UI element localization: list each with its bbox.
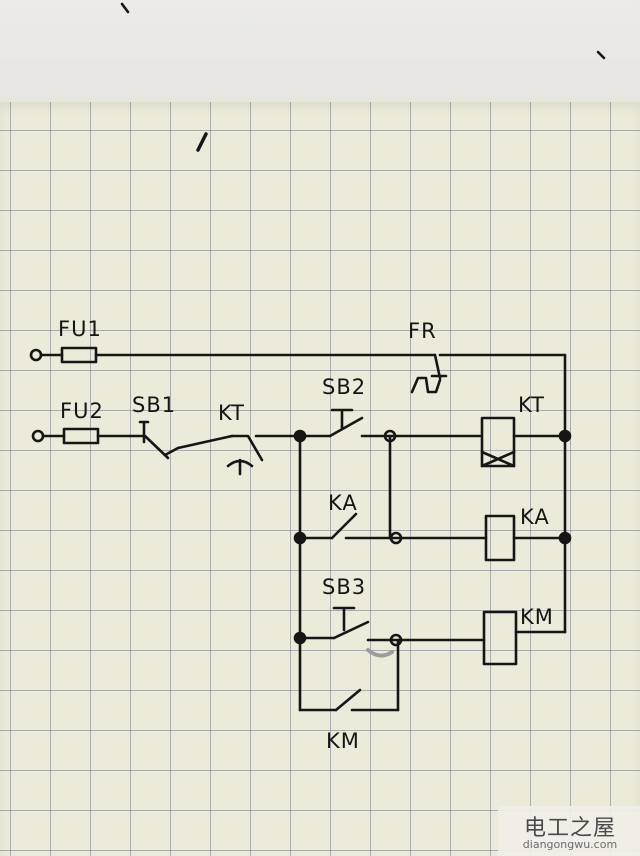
terminal-1: [29, 348, 43, 362]
junction: [558, 429, 572, 443]
label-fr: FR: [408, 319, 437, 343]
sb2-contact: [328, 416, 364, 438]
ka-contact: [330, 512, 358, 540]
watermark-title: 电工之屋: [523, 816, 616, 841]
label-sb2: SB2: [322, 375, 366, 399]
fuse-fu2: [62, 427, 100, 445]
kt-coil-delay-mark: [480, 450, 516, 468]
km-coil: [482, 610, 518, 666]
junction: [389, 531, 403, 545]
label-kt-coil: KT: [518, 393, 545, 417]
wire: [176, 434, 234, 450]
label-sb3: SB3: [322, 575, 366, 599]
label-km-contact: KM: [326, 729, 360, 753]
sb1-contact: [128, 434, 170, 460]
label-km-coil: KM: [520, 605, 554, 629]
eraser-smudge: [366, 648, 394, 658]
pen-mark: [120, 2, 130, 14]
junction: [558, 531, 572, 545]
terminal-2: [31, 429, 45, 443]
graph-paper: [0, 102, 640, 856]
kt-contact: [230, 434, 264, 462]
watermark-background: [498, 806, 640, 856]
label-kt-contact: KT: [218, 401, 245, 425]
sb3-actuator: [332, 606, 356, 632]
kt-coil: [480, 416, 516, 468]
label-fu2: FU2: [60, 399, 104, 423]
label-ka-contact: KA: [328, 491, 358, 515]
fr-thermal-element: [410, 376, 442, 394]
km-contact: [334, 688, 362, 712]
pen-mark: [596, 50, 606, 60]
fr-contact: [433, 353, 442, 380]
sb1-actuator: [138, 420, 150, 444]
label-ka-coil: KA: [520, 505, 550, 529]
junction: [389, 633, 403, 647]
photo-background: [0, 0, 640, 108]
label-sb1: SB1: [132, 393, 176, 417]
sb3-contact: [332, 620, 370, 640]
pen-mark: [196, 132, 208, 152]
fuse-fu1: [60, 346, 98, 364]
label-fu1: FU1: [58, 317, 102, 341]
sb2-actuator: [330, 408, 354, 430]
watermark-url: diangongwu.com: [522, 838, 618, 851]
sb1-contact-hook: [163, 446, 180, 457]
ka-coil: [484, 514, 516, 562]
